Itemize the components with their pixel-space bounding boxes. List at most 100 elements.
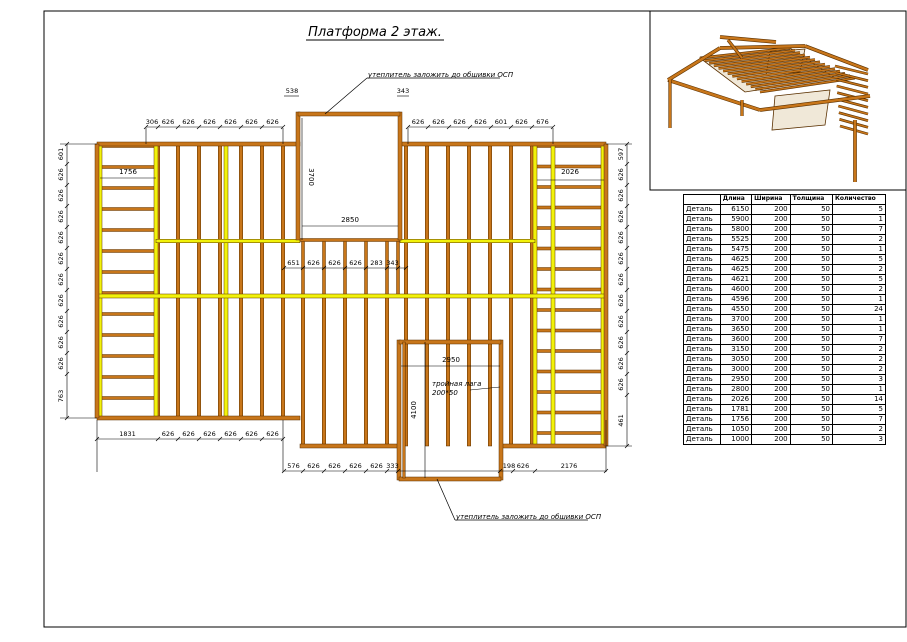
dim-tick <box>624 371 630 377</box>
spec-cell-width: 200 <box>751 394 791 405</box>
spec-cell-quantity: 2 <box>832 354 886 365</box>
triple-beam-box-top <box>398 339 502 345</box>
dim-tick <box>624 308 630 314</box>
dim-tick <box>155 124 161 130</box>
dim-tick <box>624 350 630 356</box>
beam-yellow-left <box>223 143 229 419</box>
spec-cell-width: 200 <box>751 334 791 345</box>
iso-joist <box>699 47 791 59</box>
joist-left-main <box>176 143 180 419</box>
joist-right-cantilever <box>535 431 607 435</box>
spec-cell-quantity: 2 <box>832 344 886 355</box>
spec-cell-thickness: 50 <box>789 204 834 215</box>
joist-left-main <box>260 143 264 419</box>
dim-tick <box>238 436 244 442</box>
spec-cell-thickness: 50 <box>789 364 834 375</box>
dim-label-right: 626 <box>617 252 625 264</box>
iso-joist <box>736 65 831 80</box>
dim-tick <box>64 350 70 356</box>
spec-cell-thickness: 50 <box>789 324 834 335</box>
dim-tick <box>64 329 70 335</box>
dim-label-right: 626 <box>617 273 625 285</box>
note-triple-beam: тройная лага <box>432 380 481 388</box>
spec-header-name <box>683 194 721 205</box>
spec-cell-quantity: 24 <box>832 304 886 315</box>
spec-cell-length: 4600 <box>719 284 753 295</box>
spec-cell-quantity: 2 <box>832 424 886 435</box>
spec-cell-quantity: 1 <box>832 294 886 305</box>
spec-cell-name: Деталь <box>683 344 721 355</box>
iso-joist <box>755 74 851 91</box>
stair-box-top <box>297 111 401 117</box>
spec-cell-name: Деталь <box>683 264 721 275</box>
dim-label-right: 626 <box>617 231 625 243</box>
spec-cell-length: 6150 <box>719 204 753 215</box>
joist-middle-lower <box>364 295 368 447</box>
dim-3700: 3700 <box>307 168 315 186</box>
dim-tick <box>403 265 409 271</box>
spec-cell-width: 200 <box>751 304 791 315</box>
spec-cell-quantity: 5 <box>832 404 886 415</box>
iso-joist-right <box>836 85 869 95</box>
iso-loose-board <box>719 35 777 44</box>
dim-label-top-right: 626 <box>412 118 424 126</box>
spec-cell-thickness: 50 <box>789 404 834 415</box>
spec-cell-name: Деталь <box>683 304 721 315</box>
spec-cell-thickness: 50 <box>789 344 834 355</box>
dim-tick <box>624 161 630 167</box>
note-top-leader <box>324 77 368 115</box>
dim-tick <box>384 265 390 271</box>
spec-cell-thickness: 50 <box>789 424 834 435</box>
spec-cell-name: Деталь <box>683 224 721 235</box>
iso-joist <box>713 54 806 67</box>
spec-cell-length: 1756 <box>719 414 753 425</box>
spec-cell-length: 3000 <box>719 364 753 375</box>
spec-cell-name: Деталь <box>683 394 721 405</box>
spec-cell-width: 200 <box>751 434 791 445</box>
spec-cell-name: Деталь <box>683 424 721 435</box>
spec-cell-width: 200 <box>751 344 791 355</box>
dim-label-top-left: 626 <box>245 118 257 126</box>
beam-yellow-mid-left <box>155 239 301 243</box>
joist-left-cantilever <box>96 312 159 316</box>
dim-2950: 2950 <box>442 356 460 364</box>
iso-joist-right <box>838 111 869 122</box>
dim-label-top-right: 601 <box>495 118 507 126</box>
dim-label-bottom-right: 2176 <box>561 462 578 470</box>
dim-tick <box>196 436 202 442</box>
dim-tick <box>143 124 149 130</box>
dim-label-bottom-right: 626 <box>517 462 529 470</box>
dim-label-left: 626 <box>57 168 65 180</box>
dim-2850: 2850 <box>341 216 359 224</box>
dim-tick <box>395 265 401 271</box>
dim-label-mid: 343 <box>386 259 398 267</box>
dim-tick <box>259 124 265 130</box>
dim-tick <box>508 124 514 130</box>
rim-opening-bottom <box>299 238 401 242</box>
spec-cell-quantity: 7 <box>832 414 886 425</box>
dim-tick <box>363 468 369 474</box>
dim-label-left: 626 <box>57 189 65 201</box>
spec-cell-quantity: 1 <box>832 214 886 225</box>
joist-middle-lower <box>322 295 326 447</box>
dim-label-top-left: 626 <box>203 118 215 126</box>
spec-cell-thickness: 50 <box>789 334 834 345</box>
dim-tick <box>300 468 306 474</box>
spec-cell-width: 200 <box>751 274 791 285</box>
dim-label-right: 626 <box>617 357 625 369</box>
dim-label-left: 626 <box>57 231 65 243</box>
dim-label-mid: 626 <box>349 259 361 267</box>
dim-tick <box>175 124 181 130</box>
dim-label-bottom-left: 626 <box>182 430 194 438</box>
iso-joist <box>704 49 796 62</box>
spec-cell-length: 2950 <box>719 374 753 385</box>
dim-label-top-left: 306 <box>146 118 158 126</box>
